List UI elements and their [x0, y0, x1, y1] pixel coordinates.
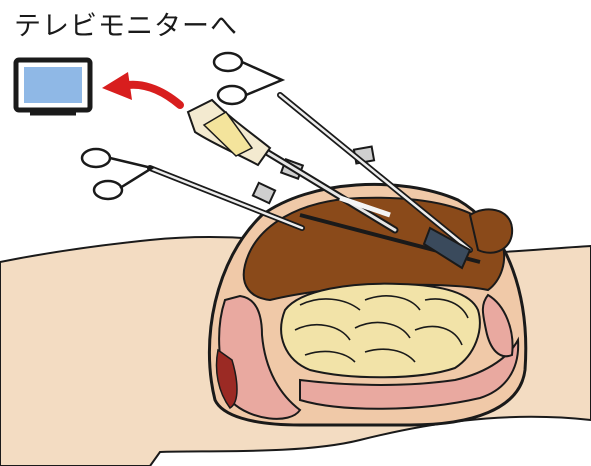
forceps-icon — [214, 53, 282, 104]
gallbladder — [470, 209, 512, 252]
tv-monitor-icon — [16, 60, 90, 113]
red-arrow-icon — [102, 72, 180, 105]
forceps-icon — [82, 149, 152, 199]
